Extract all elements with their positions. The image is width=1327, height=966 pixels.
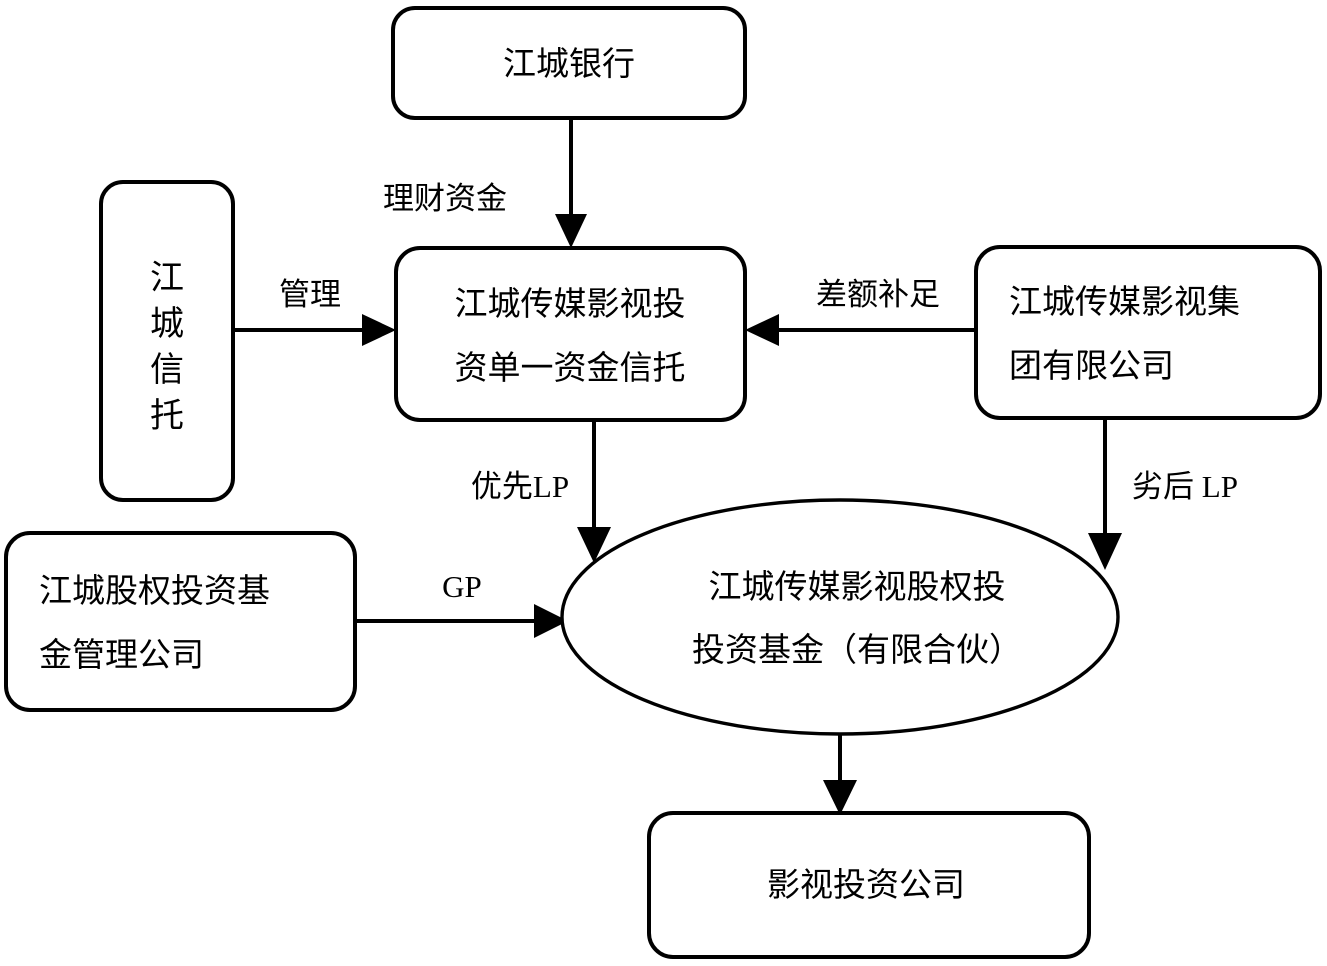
arrowhead-down-icon xyxy=(577,527,611,563)
equity-fund-management-company-label-line-1: 江城股权投资基 xyxy=(39,573,270,610)
film-investment-company-box[interactable] xyxy=(647,811,1091,959)
edge-label-youxian-lp: 优先LP xyxy=(471,469,569,504)
edge-bank-to-trust: 理财资金 xyxy=(383,118,587,248)
media-equity-investment-fund-label-line-2: 投资基金（有限合伙） xyxy=(692,632,1022,669)
node-jiangcheng-bank[interactable]: 江城银行 xyxy=(391,6,747,120)
single-capital-trust-label-line-1: 江城传媒影视投 xyxy=(455,286,686,323)
media-group-company-label-line-2: 团有限公司 xyxy=(1009,348,1174,385)
edge-label-guanli: 管理 xyxy=(279,277,341,312)
node-single-capital-trust[interactable]: 江城传媒影视投 资单一资金信托 xyxy=(394,246,747,422)
edge-group-to-fund: 劣后 LP xyxy=(1088,418,1238,570)
single-capital-trust-label-line-2: 资单一资金信托 xyxy=(455,350,686,387)
arrowhead-down-icon xyxy=(823,780,857,815)
arrowhead-right-icon xyxy=(362,314,396,346)
jiangcheng-trust-label-line-3: 信 xyxy=(150,351,184,389)
equity-fund-management-company-box[interactable] xyxy=(4,531,357,712)
jiangcheng-trust-label-line-4: 托 xyxy=(150,397,184,435)
node-media-equity-investment-fund[interactable]: 江城传媒影视股权投 投资基金（有限合伙） xyxy=(560,498,1120,736)
jiangcheng-trust-label-line-2: 城 xyxy=(150,306,184,343)
edge-group-to-single-trust: 差额补足 xyxy=(745,277,976,346)
jiangcheng-bank-label: 江城银行 xyxy=(503,46,635,83)
edge-label-licai-zijin: 理财资金 xyxy=(383,181,507,216)
jiangcheng-trust-box[interactable] xyxy=(99,180,235,502)
media-group-company-box[interactable] xyxy=(974,245,1322,420)
node-media-group-company[interactable]: 江城传媒影视集 团有限公司 xyxy=(974,245,1322,420)
media-group-company-label-line-1: 江城传媒影视集 xyxy=(1009,284,1240,321)
equity-fund-management-company-label-line-2: 金管理公司 xyxy=(39,637,204,674)
single-capital-trust-box[interactable] xyxy=(394,246,747,422)
node-equity-fund-management-company[interactable]: 江城股权投资基 金管理公司 xyxy=(4,531,357,712)
media-equity-investment-fund-label-line-1: 江城传媒影视股权投 xyxy=(709,569,1006,606)
edge-label-chae-buzu: 差额补足 xyxy=(816,277,940,312)
edge-trust-company-to-single-trust: 管理 xyxy=(233,277,396,346)
edge-fund-to-investment-company xyxy=(823,734,857,815)
node-jiangcheng-trust[interactable]: 江 城 信 托 xyxy=(99,180,235,502)
arrowhead-right-icon xyxy=(534,604,568,638)
arrowhead-down-icon xyxy=(1088,533,1122,570)
media-equity-investment-fund-ellipse[interactable] xyxy=(560,498,1120,736)
arrowhead-down-icon xyxy=(555,214,587,248)
jiangcheng-trust-label-line-1: 江 xyxy=(150,260,184,297)
edge-label-gp: GP xyxy=(442,569,482,604)
node-film-investment-company[interactable]: 影视投资公司 xyxy=(647,811,1091,959)
jiangcheng-bank-box[interactable] xyxy=(391,6,747,120)
edge-single-trust-to-fund: 优先LP xyxy=(471,420,611,563)
arrowhead-left-icon xyxy=(745,314,779,346)
film-investment-company-label: 影视投资公司 xyxy=(767,867,965,904)
edge-manager-to-fund: GP xyxy=(355,569,568,638)
edge-label-liehou-lp: 劣后 LP xyxy=(1132,469,1238,504)
